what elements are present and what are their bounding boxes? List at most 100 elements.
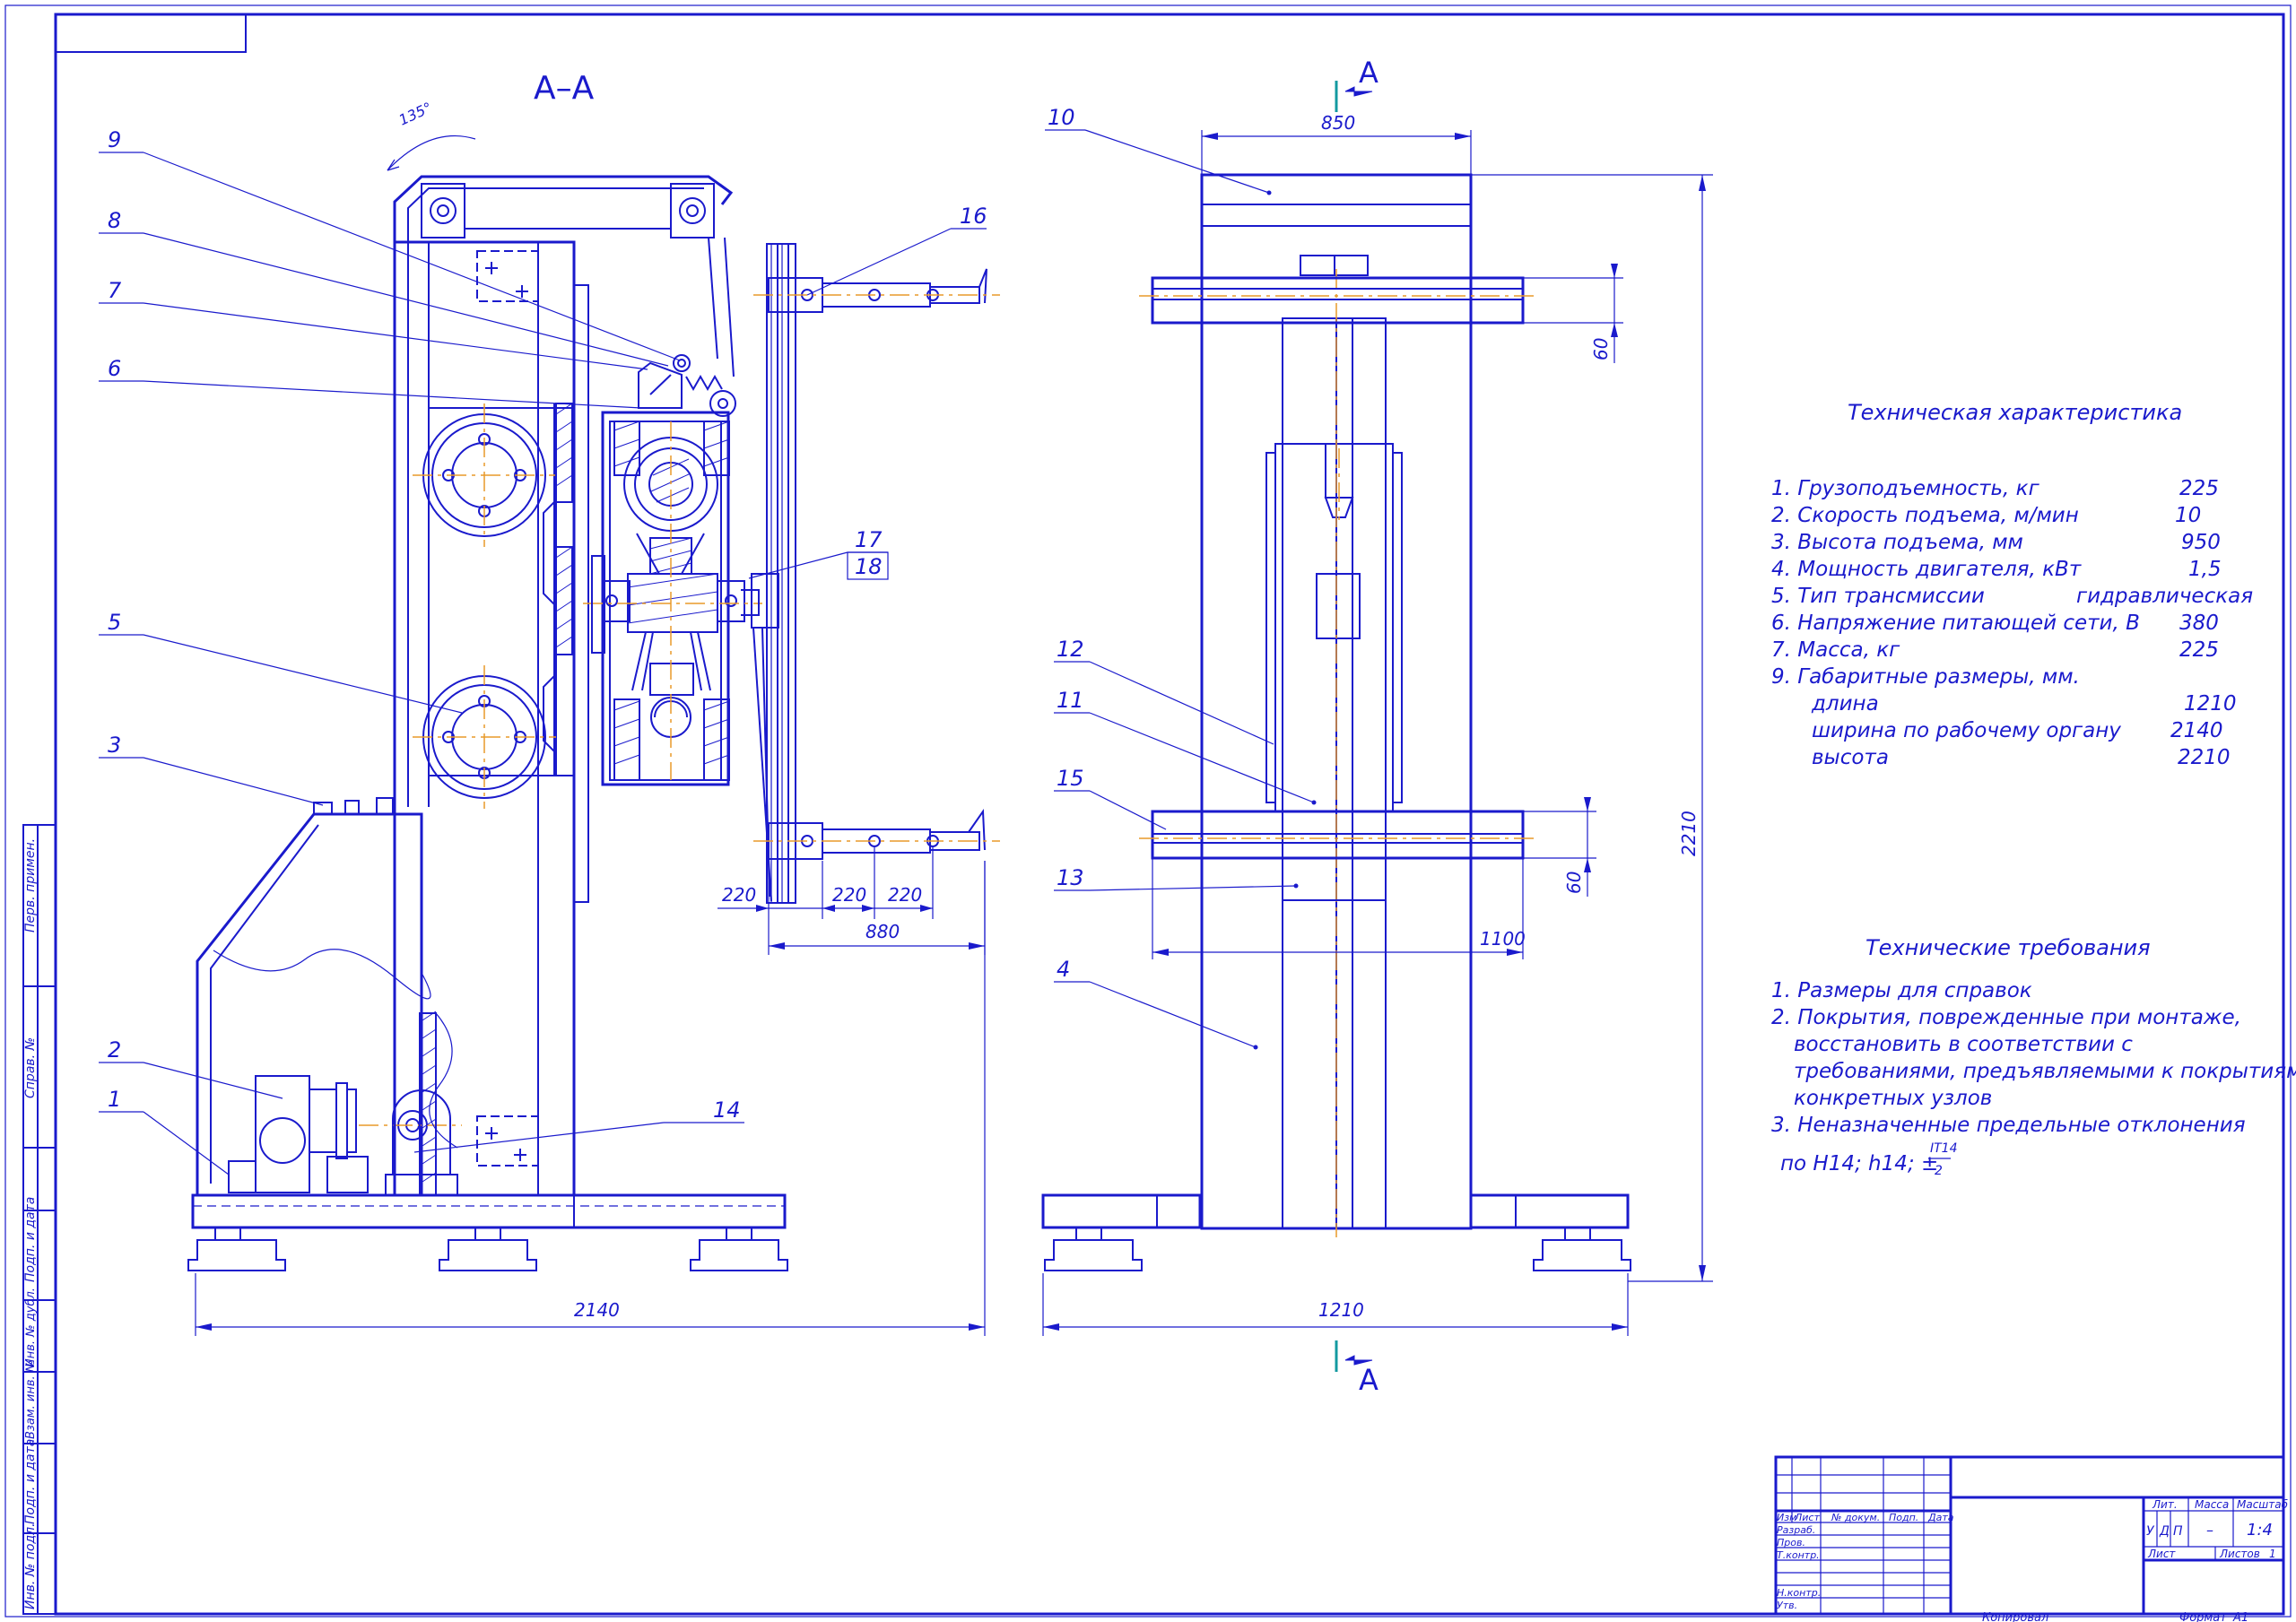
strip-label-6: Подп. и дата — [23, 1439, 38, 1524]
hatched-column-low — [419, 1010, 458, 1196]
tb-lit-p: П — [2173, 1524, 2183, 1539]
callout-16: 16 — [960, 204, 987, 229]
roller-upper — [413, 403, 556, 547]
tb-lit-d: Д — [2159, 1524, 2170, 1539]
dim-total-height: 2210 — [1678, 811, 1700, 856]
tb-row-tcontrol: Т.контр. — [1777, 1549, 1820, 1561]
tech-char-value-length: 1210 — [2184, 692, 2237, 716]
tb-format-value: А1 — [2232, 1611, 2248, 1622]
callout-3: 3 — [108, 733, 121, 758]
tech-char-value-3: 950 — [2181, 531, 2221, 554]
lower-plate — [1139, 810, 1534, 901]
tech-char-item-1: 1. Грузоподъемность, кг — [1771, 477, 2040, 500]
tech-char-item-width: ширина по рабочему органу — [1812, 719, 2121, 742]
tech-req-line-7: по H14; h14; ± — [1780, 1152, 1938, 1175]
strip-label-7: Инв. № подл. — [23, 1522, 38, 1609]
motor-cover-plates — [313, 797, 394, 815]
pawl-mechanism — [638, 354, 736, 417]
tb-col-list: Лист — [1794, 1512, 1820, 1523]
dim-plate-width: 1100 — [1480, 928, 1526, 950]
tech-req-tol-den: 2 — [1935, 1164, 1943, 1178]
tech-char-value-height: 2210 — [2178, 746, 2231, 769]
front-column — [1200, 173, 1473, 1237]
foot-right — [690, 1227, 788, 1271]
pulley-support — [359, 1089, 462, 1196]
tb-mass-label: Масса — [2195, 1498, 2229, 1511]
front-foot-right — [1533, 1227, 1631, 1271]
tb-col-doc: № докум. — [1831, 1512, 1880, 1523]
sheet-frame — [4, 4, 2292, 1618]
tech-req-line-3: восстановить в соответствии с — [1794, 1033, 2133, 1056]
base-plate — [191, 1193, 787, 1229]
tb-col-date: Дата — [1927, 1512, 1954, 1523]
callout-4: 4 — [1057, 957, 1070, 982]
tech-req-line-4: требованиями, предъявляемыми к покрытиям — [1794, 1060, 2296, 1083]
tech-char-value-2: 10 — [2175, 504, 2201, 527]
tech-char-item-6: 6. Напряжение питающей сети, В — [1771, 612, 2140, 635]
callout-1: 1 — [108, 1087, 121, 1112]
dim-arm-spacing-c: 220 — [888, 884, 922, 906]
strip-label-5: Взам. инв. № — [24, 1360, 38, 1439]
front-view: А А — [1041, 56, 1713, 1397]
tb-row-checked: Пров. — [1777, 1537, 1805, 1548]
callouts-front: 10 12 11 15 13 4 — [1045, 105, 1317, 1050]
callout-15: 15 — [1057, 766, 1084, 791]
front-foot-left — [1044, 1227, 1143, 1271]
callout-18: 18 — [855, 554, 883, 579]
tech-char-item-length: длина — [1811, 692, 1879, 716]
strip-label-1: Перв. примен. — [23, 838, 38, 932]
tb-sheets-value: 1 — [2269, 1548, 2276, 1560]
strip-label-3: Подп. и дата — [23, 1197, 38, 1282]
section-view-aa: А–А 135° — [99, 70, 1000, 1336]
dim-top-width: 850 — [1321, 112, 1355, 134]
tb-lit-u: У — [2146, 1524, 2155, 1539]
lower-arm — [753, 809, 1000, 860]
angle-label: 135° — [396, 99, 435, 129]
upper-arm — [753, 268, 1000, 313]
title-block: Изм Лист № докум. Подп. Дата Разраб. Про… — [1774, 1455, 2289, 1622]
callout-17: 17 — [855, 527, 883, 552]
gearbox — [583, 411, 779, 786]
section-mark-bottom-label: А — [1359, 1363, 1378, 1397]
dim-total-length: 2140 — [574, 1299, 620, 1321]
tech-char-item-3: 3. Высота подъема, мм — [1771, 531, 2023, 554]
tech-char-item-4: 4. Мощность двигателя, кВт — [1771, 558, 2082, 581]
dim-arm-spacing-a: 220 — [722, 884, 756, 906]
tech-req-tol-num: IT14 — [1930, 1141, 1958, 1156]
tech-characteristics: Техническая характеристика 1. Грузоподъе… — [1771, 400, 2253, 769]
callout-9: 9 — [108, 127, 121, 152]
strip-label-2: Справ. № — [23, 1037, 38, 1098]
dim-plate-thickness-top: 60 — [1590, 338, 1612, 360]
roller-frame-hatch — [555, 403, 573, 655]
tech-char-value-width: 2140 — [2170, 719, 2223, 742]
dim-arm-spacing-b: 220 — [832, 884, 866, 906]
tb-row-ncontrol: Н.контр. — [1777, 1587, 1821, 1599]
front-base — [1041, 1193, 1630, 1229]
dim-base-width: 1210 — [1318, 1299, 1364, 1321]
dimension-2210: 2210 — [1471, 174, 1713, 1282]
callout-13: 13 — [1057, 865, 1084, 890]
tb-scale-value: 1:4 — [2247, 1521, 2273, 1540]
tech-req-line-6: 3. Неназначенные предельные отклонения — [1771, 1114, 2246, 1137]
callout-11: 11 — [1057, 688, 1084, 713]
callout-10: 10 — [1048, 105, 1075, 130]
dimension-1210: 1210 — [1042, 1273, 1629, 1336]
dim-plate-thickness-low: 60 — [1563, 872, 1585, 894]
tb-col-sign: Подп. — [1889, 1512, 1918, 1523]
dimension-850: 850 — [1201, 112, 1472, 175]
dimension-60-low: 60 — [1523, 797, 1596, 897]
callout-5: 5 — [108, 610, 121, 635]
roller-lower — [413, 665, 556, 809]
dimension-60-top: 60 — [1523, 264, 1623, 363]
callout-7: 7 — [108, 278, 122, 303]
left-strip: Перв. примен. Справ. № Подп. и дата Инв.… — [22, 824, 57, 1615]
dimension-1100: 1100 — [1152, 858, 1526, 959]
tech-requirements: Технические требования 1. Размеры для сп… — [1771, 935, 2296, 1178]
dim-arm-reach: 880 — [865, 921, 900, 942]
motor — [228, 1075, 369, 1193]
callout-14: 14 — [713, 1097, 741, 1123]
tech-char-item-7: 7. Масса, кг — [1771, 638, 1900, 662]
top-bracket — [393, 175, 735, 377]
section-mark-top-label: А — [1359, 56, 1378, 90]
